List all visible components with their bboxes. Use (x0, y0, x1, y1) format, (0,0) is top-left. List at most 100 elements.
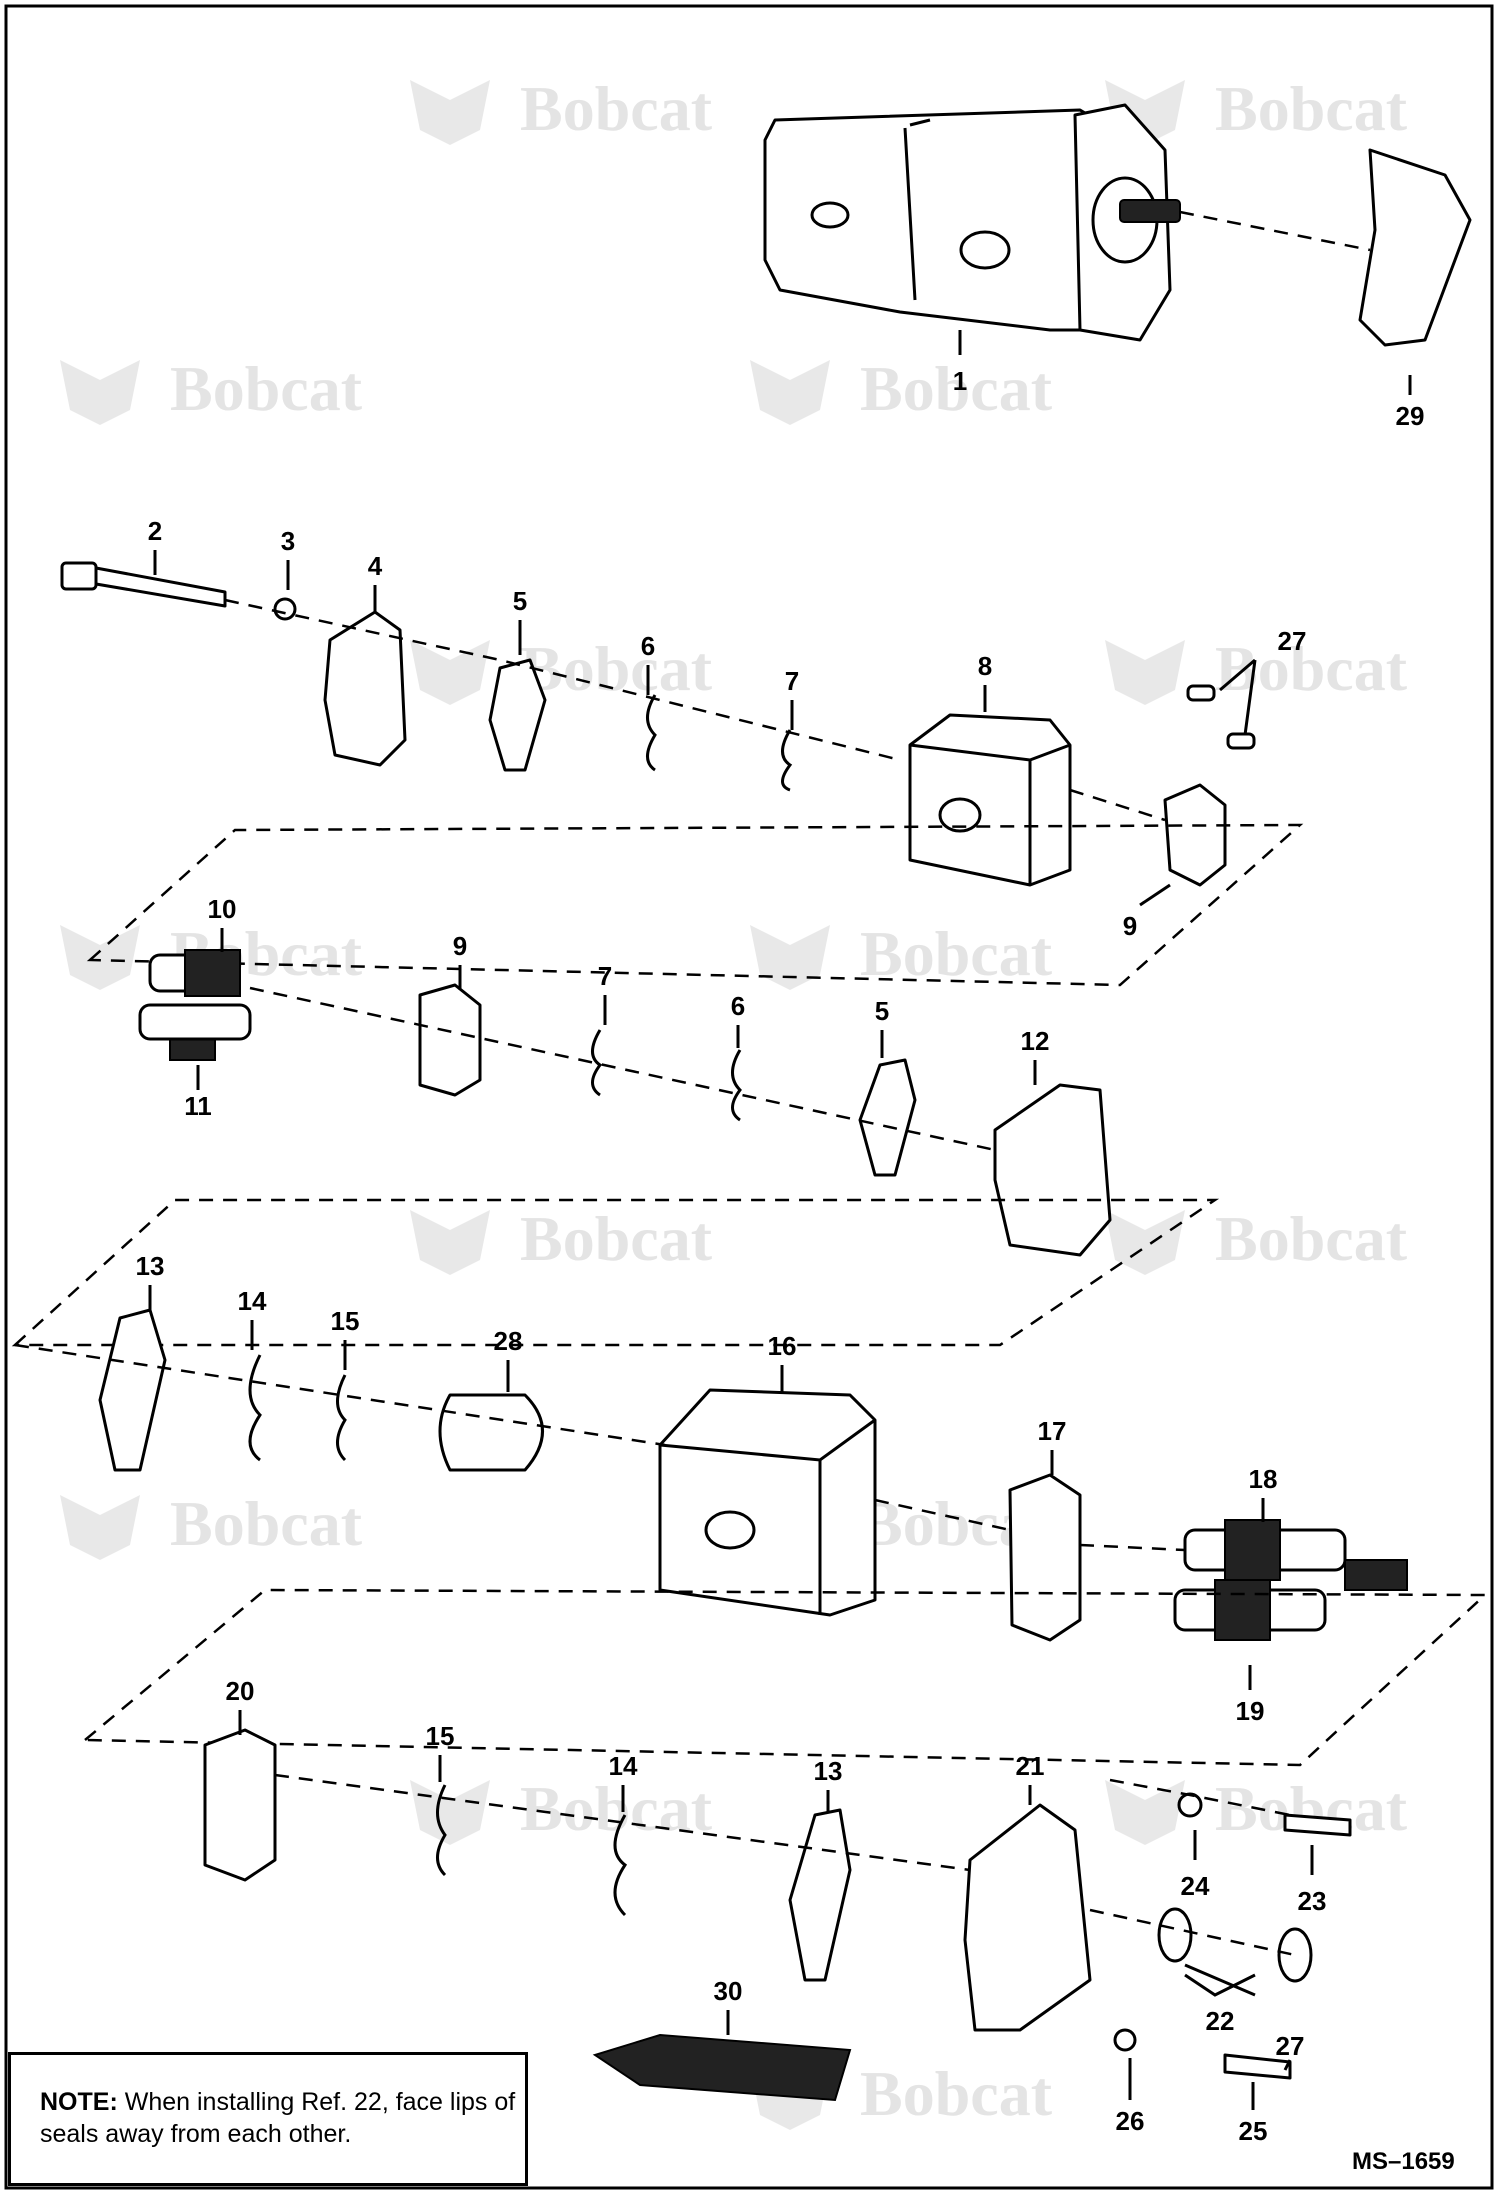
ref-number-13: 13 (136, 1251, 165, 1281)
watermark-logo (410, 1210, 490, 1275)
watermark-text: Bobcat (860, 918, 1053, 989)
watermark-logo (410, 1780, 490, 1845)
ref-number-9: 9 (453, 931, 467, 961)
part-15-backup (336, 1374, 347, 1462)
part-22-seal-a (1157, 1907, 1193, 1963)
part-4-end-cover (323, 610, 407, 767)
watermark-text: Bobcat (170, 1488, 363, 1559)
watermark-text: Bobcat (170, 353, 363, 424)
ref-number-7: 7 (598, 961, 612, 991)
ref-number-10: 10 (208, 894, 237, 924)
ref-number-28: 28 (494, 1326, 523, 1356)
ref-number-29: 29 (1396, 401, 1425, 431)
part-30-label-kit (592, 2033, 852, 2102)
ref-number-14: 14 (238, 1286, 267, 1316)
note-label: NOTE: (40, 2088, 118, 2116)
part-17-bearing-block (1008, 1473, 1082, 1642)
ref-number-14: 14 (609, 1751, 638, 1781)
part-6-seal-2 (731, 1049, 742, 1122)
leader-line-27 (1219, 658, 1257, 736)
watermark-logo (60, 360, 140, 425)
ref-number-24: 24 (1181, 1871, 1210, 1901)
ref-number-3: 3 (281, 526, 295, 556)
watermark-logo (410, 640, 490, 705)
ref-number-16: 16 (768, 1331, 797, 1361)
watermark-logo (750, 360, 830, 425)
watermark-text: Bobcat (1215, 1203, 1408, 1274)
ref-number-25: 25 (1239, 2116, 1268, 2146)
ref-number-6: 6 (641, 631, 655, 661)
ref-number-2: 2 (148, 516, 162, 546)
ref-number-30: 30 (714, 1976, 743, 2006)
part-25-bolt (1223, 2053, 1292, 2080)
part-14-seal (248, 1354, 262, 1462)
note-box (8, 2052, 528, 2186)
part-15-backup-2 (436, 1784, 447, 1877)
ref-number-9: 9 (1123, 911, 1137, 941)
watermark-text: Bobcat (520, 633, 713, 704)
ref-number-21: 21 (1016, 1751, 1045, 1781)
part-9-bearing-block-2 (418, 983, 482, 1097)
ref-number-13: 13 (814, 1756, 843, 1786)
ref-number-19: 19 (1236, 1696, 1265, 1726)
part-23-bolt (1283, 1813, 1352, 1837)
ref-number-26: 26 (1116, 2106, 1145, 2136)
watermark-text: Bobcat (520, 1203, 713, 1274)
part-7-backup (781, 729, 793, 792)
part-5-seal-2 (858, 1058, 917, 1177)
ref-number-23: 23 (1298, 1886, 1327, 1916)
part-12-cover (993, 1083, 1112, 1257)
ref-number-11: 11 (184, 1091, 212, 1121)
ref-number-5: 5 (513, 586, 527, 616)
ref-number-27: 27 (1278, 626, 1307, 656)
ref-number-18: 18 (1249, 1464, 1278, 1494)
part-7-backup-2 (591, 1029, 603, 1097)
ref-number-22: 22 (1206, 2006, 1235, 2036)
watermark-logo (60, 925, 140, 990)
part-18-19-gears (1173, 1519, 1408, 1641)
part-3-washer (273, 597, 297, 621)
part-6-seal (646, 694, 657, 772)
part-22-seal-b (1277, 1927, 1313, 1983)
ref-number-7: 7 (785, 666, 799, 696)
watermark-logo (1105, 1210, 1185, 1275)
part-24-washer (1177, 1792, 1203, 1818)
watermark-logo (410, 80, 490, 145)
part-14-seal-2 (613, 1814, 628, 1917)
part-27-dowels (1186, 684, 1256, 750)
document-id: MS–1659 (1352, 2148, 1455, 2175)
part-28-sleeve (438, 1393, 544, 1472)
ref-number-15: 15 (426, 1721, 455, 1751)
ref-number-12: 12 (1021, 1026, 1050, 1056)
part-1-pump-assembly (763, 103, 1181, 342)
ref-number-4: 4 (368, 551, 383, 581)
note-text: NOTE: When installing Ref. 22, face lips… (40, 2086, 520, 2150)
watermark-text: Bobcat (860, 2058, 1053, 2129)
part-13-gasket (98, 1308, 167, 1472)
watermark-logo (750, 925, 830, 990)
ref-number-5: 5 (875, 996, 889, 1026)
watermark-logo (1105, 1780, 1185, 1845)
leader-line (1283, 2059, 1292, 2071)
part-21-mounting-flange (963, 1803, 1092, 2032)
leader-line (1139, 883, 1171, 907)
diagram-frame (4, 4, 1494, 2190)
part-29-gasket (1358, 148, 1472, 347)
watermark-logo (60, 1495, 140, 1560)
watermark-logo (1105, 640, 1185, 705)
watermark-text: Bobcat (520, 73, 713, 144)
ref-number-20: 20 (226, 1676, 255, 1706)
ref-number-17: 17 (1038, 1416, 1067, 1446)
leader-line (1184, 1963, 1256, 1997)
part-26-washer (1113, 2028, 1137, 2052)
watermark-text: Bobcat (860, 353, 1053, 424)
ref-number-1: 1 (953, 366, 967, 396)
note-body: When installing Ref. 22, face lips of se… (40, 2088, 516, 2148)
part-16-housing (658, 1388, 877, 1617)
part-9-bearing-block (1163, 783, 1227, 887)
ref-number-15: 15 (331, 1306, 360, 1336)
ref-number-27: 27 (1276, 2031, 1305, 2061)
part-8-housing (908, 713, 1072, 887)
